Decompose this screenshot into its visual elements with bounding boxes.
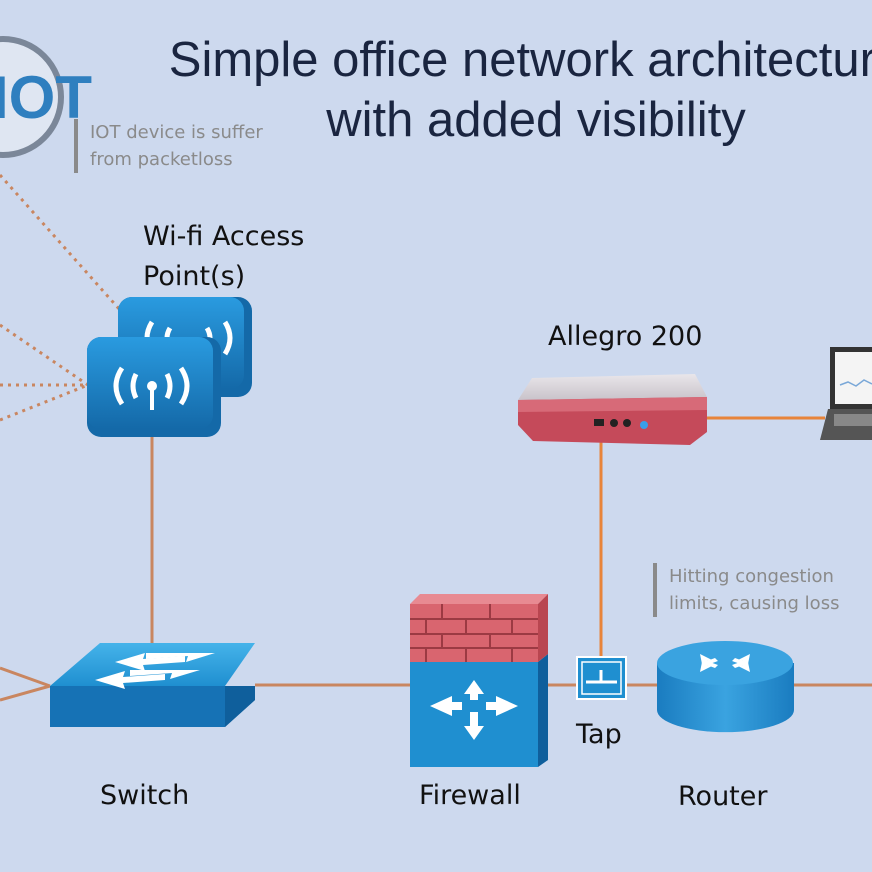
switch-icon — [50, 643, 255, 727]
wifi-access-point-icon — [87, 297, 252, 437]
page-title: Simple office network architecture with … — [0, 30, 872, 150]
tap-icon — [576, 656, 627, 700]
switch-label: Switch — [100, 780, 190, 811]
router-icon — [657, 641, 794, 733]
title-line-1: Simple office network architecture — [168, 33, 872, 87]
tap-label: Tap — [576, 719, 622, 750]
iot-note-line-1: IOT device is suffer — [90, 122, 263, 143]
wired-links — [0, 416, 872, 702]
allegro-200-appliance-icon — [518, 374, 707, 445]
iot-logo-icon: IOT — [0, 36, 92, 158]
allegro-200-label: Allegro 200 — [548, 321, 703, 352]
router-note-line-1: Hitting congestion — [669, 566, 834, 587]
firewall-label: Firewall — [419, 780, 521, 811]
laptop-icon — [820, 347, 872, 440]
router-congestion-note: Hitting congestion limits, causing loss — [653, 563, 839, 617]
wifi-label-line-2: Point(s) — [143, 261, 246, 292]
router-label: Router — [678, 781, 768, 812]
firewall-icon — [410, 594, 548, 767]
iot-note-line-2: from packetloss — [90, 149, 233, 170]
router-note-line-2: limits, causing loss — [669, 593, 840, 614]
iot-packetloss-note: IOT device is suffer from packetloss — [74, 119, 263, 173]
wireless-links — [0, 174, 122, 422]
wifi-label-line-1: Wi-fi Access — [143, 221, 305, 252]
title-line-2: with added visibility — [326, 93, 746, 147]
wifi-access-point-label: Wi-fi Access Point(s) — [143, 217, 304, 297]
